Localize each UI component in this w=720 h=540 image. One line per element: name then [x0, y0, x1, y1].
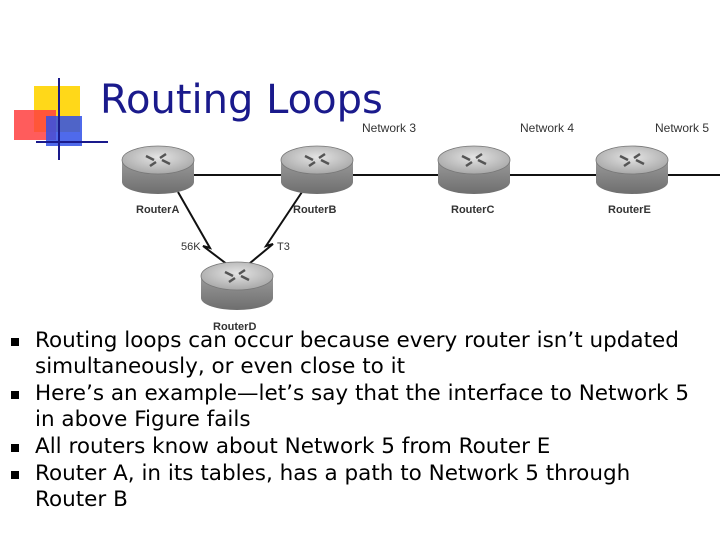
bullet-square-icon [11, 338, 19, 346]
bullet-item: Routing loops can occur because every ro… [0, 328, 695, 380]
router-d-label: RouterD [213, 321, 256, 333]
network-4-label: Network 4 [520, 121, 574, 135]
link-t3-label: T3 [277, 241, 290, 253]
bullet-square-icon [11, 444, 19, 452]
network-diagram: Network 3 Network 4 Network 5 RouterA Ro… [121, 121, 720, 333]
bullet-text: Router A, in its tables, has a path to N… [35, 461, 631, 512]
router-c-icon [437, 145, 511, 194]
router-c-label: RouterC [451, 204, 494, 216]
slide-title: Routing Loops [100, 77, 383, 123]
router-e-label: RouterE [608, 204, 651, 216]
link-t3 [243, 191, 303, 269]
decor-vertical-line [58, 78, 60, 160]
router-e-icon [595, 145, 669, 194]
network-5-label: Network 5 [655, 121, 709, 135]
router-b-icon [280, 145, 354, 194]
bullet-item: Here’s an example—let’s say that the int… [0, 381, 695, 433]
network-3-label: Network 3 [362, 121, 416, 135]
link-56k-label: 56K [181, 241, 201, 253]
bullet-square-icon [11, 391, 19, 399]
bullet-item: All routers know about Network 5 from Ro… [0, 434, 695, 460]
decor-horizontal-line [36, 141, 108, 143]
bullet-square-icon [11, 471, 19, 479]
bullet-item: Router A, in its tables, has a path to N… [0, 461, 695, 513]
bullet-text: Routing loops can occur because every ro… [35, 328, 679, 379]
link-56k [177, 191, 233, 269]
router-b-label: RouterB [293, 204, 336, 216]
bullet-text: All routers know about Network 5 from Ro… [35, 434, 551, 459]
router-a-icon [121, 145, 195, 194]
router-a-label: RouterA [136, 204, 179, 216]
bullet-list: Routing loops can occur because every ro… [0, 328, 720, 514]
bullet-text: Here’s an example—let’s say that the int… [35, 381, 690, 432]
router-d-icon [200, 261, 274, 310]
